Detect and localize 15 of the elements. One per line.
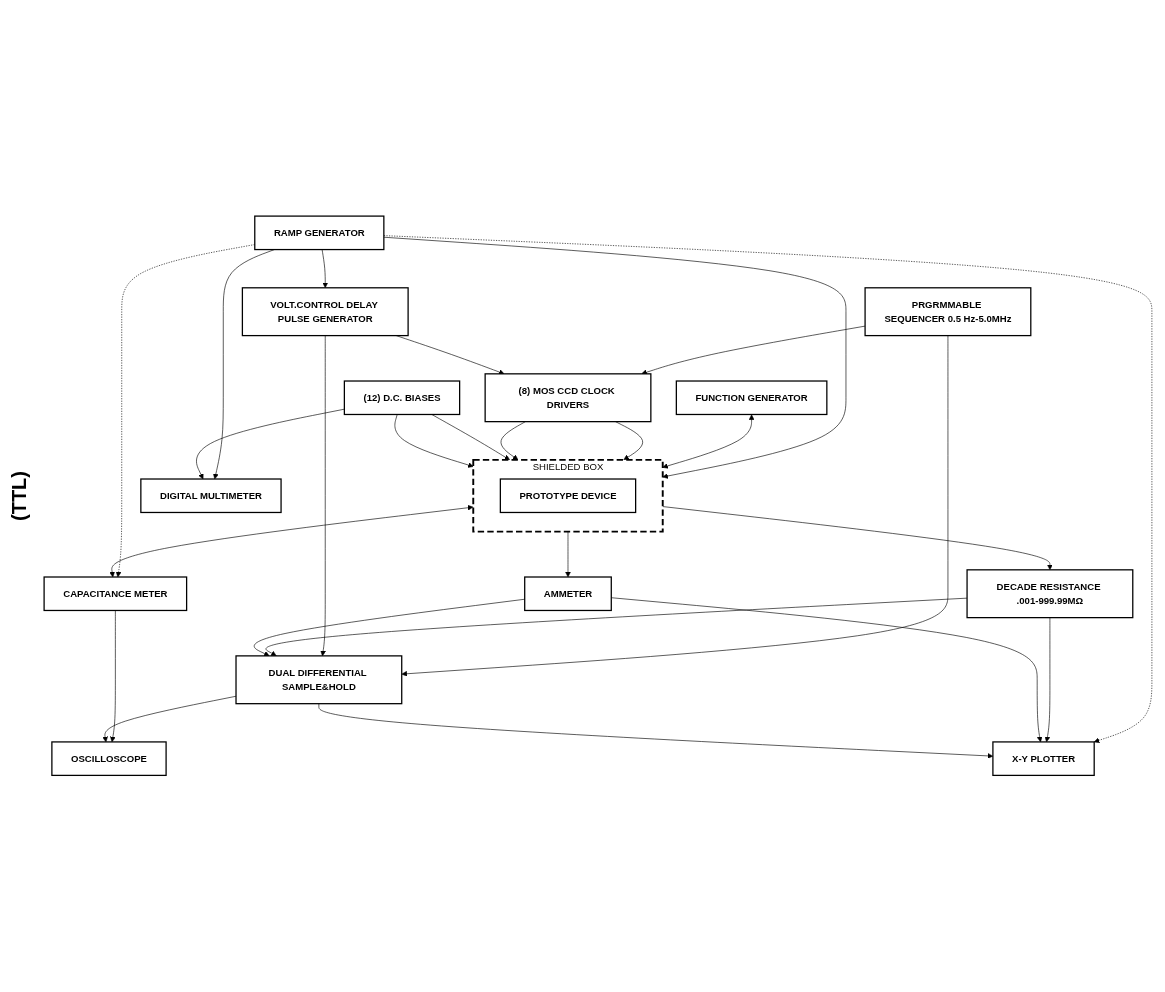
node-box: PROTOTYPE DEVICE	[499, 478, 637, 514]
node-box: RAMP GENERATOR	[254, 215, 385, 251]
node-box: X-Y PLOTTER	[992, 741, 1095, 777]
node-box: DIGITAL MULTIMETER	[140, 478, 282, 514]
node-box: DECADE RESISTANCE .001-999.99MΩ	[966, 569, 1134, 619]
node-box: AMMETER	[524, 576, 612, 612]
node-box: FUNCTION GENERATOR	[675, 380, 828, 416]
node-box: (12) D.C. BIASES	[343, 380, 461, 416]
node-box: DUAL DIFFERENTIAL SAMPLE&HOLD	[235, 655, 403, 705]
node-box: (8) MOS CCD CLOCK DRIVERS	[484, 373, 652, 423]
node-box: OSCILLOSCOPE	[51, 741, 167, 777]
node-box: PRGRMMABLE SEQUENCER 0.5 Hz-5.0MHz	[864, 287, 1032, 337]
node-box: CAPACITANCE METER	[43, 576, 188, 612]
signal-label: (TTL)	[8, 471, 31, 521]
node-box: VOLT.CONTROL DELAY PULSE GENERATOR	[241, 287, 409, 337]
